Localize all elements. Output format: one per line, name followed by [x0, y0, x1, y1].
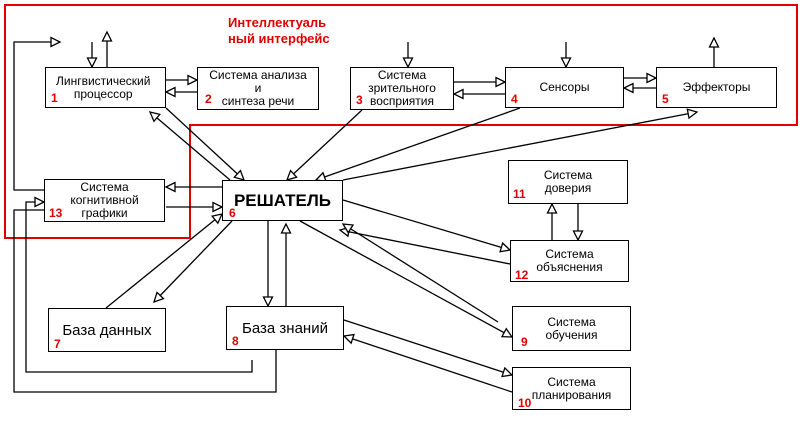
arrowhead [148, 111, 161, 123]
arrowhead [546, 202, 558, 214]
node-number: 13 [49, 206, 63, 220]
node-label: РЕШАТЕЛЬ [233, 191, 332, 210]
arrowhead [501, 366, 514, 378]
node-number: 3 [356, 93, 363, 107]
connector-line [342, 199, 511, 251]
arrowhead [342, 333, 355, 345]
arrowhead [34, 196, 46, 208]
node-label: Эффекторы [682, 80, 751, 94]
connection-lines [13, 30, 720, 393]
arrowhead [708, 36, 720, 48]
node-sensors[interactable]: Сенсоры 4 [505, 67, 624, 108]
node-number: 8 [232, 334, 239, 348]
node-speech-analysis-synthesis[interactable]: Система анализа и синтеза речи 2 [197, 67, 319, 110]
node-number: 6 [229, 206, 236, 220]
node-linguistic-processor[interactable]: Лингвистический процессор 1 [45, 67, 166, 108]
node-effectors[interactable]: Эффекторы 5 [656, 67, 777, 108]
arrowhead [280, 222, 292, 234]
arrowhead [341, 223, 355, 234]
arrowhead [233, 169, 246, 181]
node-database[interactable]: База данных 7 [48, 308, 166, 352]
connector-line [105, 213, 223, 309]
connector-line [342, 223, 499, 323]
arrowhead [212, 201, 224, 213]
node-solver[interactable]: РЕШАТЕЛЬ 6 [222, 180, 343, 221]
node-label: Лингвистический процессор [56, 73, 151, 101]
node-number: 10 [518, 396, 532, 410]
interface-boundary [4, 4, 798, 239]
node-label: Система обучения [545, 314, 598, 342]
node-label: Система когнитивной графики [70, 180, 139, 220]
arrowhead [285, 169, 298, 181]
connector-line [339, 229, 511, 265]
node-number: 1 [51, 91, 58, 105]
node-label: База данных [62, 321, 152, 339]
node-label: Система анализа и синтеза речи [209, 68, 307, 108]
arrowhead [402, 57, 414, 69]
arrowhead [101, 30, 113, 42]
connector-line [13, 209, 277, 393]
arrowhead [500, 327, 514, 338]
node-visual-perception[interactable]: Система зрительного восприятия 3 [350, 67, 454, 110]
node-cognitive-graphics[interactable]: Система когнитивной графики 13 [44, 179, 165, 222]
arrowhead [452, 88, 464, 100]
connector-line [286, 109, 363, 181]
node-label: База знаний [242, 319, 328, 337]
node-number: 5 [662, 92, 669, 106]
connector-line [149, 111, 231, 181]
node-explanation-system[interactable]: Система объяснения 12 [510, 240, 629, 282]
arrowhead [50, 36, 62, 48]
node-number: 2 [205, 92, 212, 106]
connector-line [343, 319, 513, 376]
arrowhead [262, 296, 274, 308]
arrowhead [211, 213, 224, 225]
arrowhead [560, 57, 572, 69]
connector-line [153, 220, 233, 303]
arrowhead [152, 291, 165, 304]
arrowhead [164, 181, 176, 193]
node-knowledge-base[interactable]: База знаний 8 [226, 306, 344, 350]
connector-line [165, 107, 245, 181]
node-label: Система объяснения [536, 247, 603, 274]
node-label: Сенсоры [539, 80, 590, 94]
node-planning-system[interactable]: Система планирования 10 [512, 367, 631, 410]
arrowhead [622, 82, 634, 94]
node-learning-system[interactable]: Система обучения 9 [512, 306, 631, 351]
connector-line [299, 220, 513, 338]
interface-title: Интеллектуаль ный интерфейс [228, 15, 330, 46]
node-number: 11 [513, 187, 526, 201]
node-label: Система доверия [543, 168, 593, 195]
arrowhead [646, 72, 658, 84]
node-trust-system[interactable]: Система доверия 11 [508, 160, 628, 204]
node-label: Система планирования [531, 374, 612, 402]
connector-line [342, 111, 698, 181]
arrowhead [572, 230, 584, 242]
node-label: Система зрительного восприятия [368, 68, 436, 108]
arrowhead [164, 86, 176, 98]
connector-line [343, 335, 513, 393]
arrowhead [499, 241, 512, 253]
arrowhead [187, 74, 199, 86]
node-number: 4 [511, 92, 518, 106]
connector-line [25, 201, 253, 373]
arrowhead [495, 76, 507, 88]
node-number: 7 [54, 337, 61, 351]
connector-line [13, 41, 60, 191]
node-number: 9 [521, 335, 528, 349]
arrowhead [86, 57, 98, 69]
connector-line [315, 107, 521, 181]
node-number: 12 [515, 268, 529, 282]
arrowhead [686, 108, 699, 120]
